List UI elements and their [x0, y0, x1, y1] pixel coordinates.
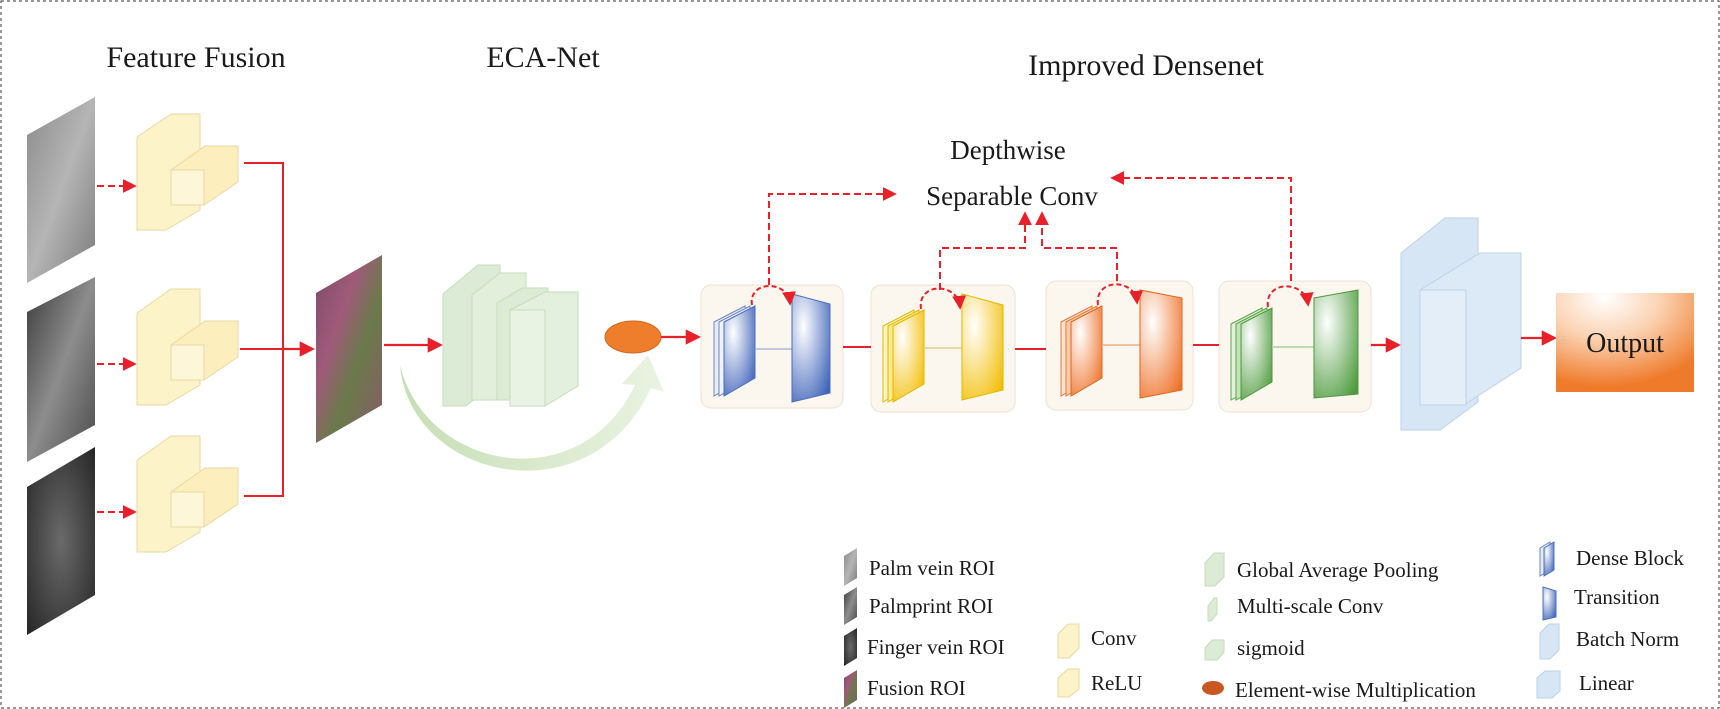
legend-relu-swatch	[1057, 668, 1080, 698]
legend-batchnorm-swatch	[1539, 623, 1560, 660]
finger-vein-roi-image	[27, 447, 95, 635]
legend-dense-block-swatch	[1539, 541, 1555, 577]
multiply-node	[604, 320, 662, 354]
legend-finger-vein-label: Finger vein ROI	[867, 635, 1005, 659]
depthwise-label-line1: Depthwise	[950, 135, 1065, 165]
legend-sigmoid-label: sigmoid	[1237, 636, 1305, 660]
conv-block-1	[136, 113, 239, 231]
output-box	[1556, 293, 1694, 392]
feature-fusion-title: Feature Fusion	[106, 41, 285, 74]
transition-4	[1313, 289, 1359, 399]
legend-palmprint-swatch	[844, 587, 857, 625]
legend-msconv-label: Multi-scale Conv	[1237, 594, 1384, 618]
legend-transition-label: Transition	[1574, 585, 1660, 609]
linear-block	[1400, 217, 1522, 431]
legend-relu-label: ReLU	[1091, 671, 1142, 695]
eca-block	[442, 264, 579, 407]
palmprint-roi-image	[27, 277, 95, 462]
improved-densenet-title: Improved Densenet	[1028, 49, 1264, 82]
legend-linear-swatch	[1536, 670, 1561, 699]
transition-2	[961, 293, 1004, 401]
legend-conv-swatch	[1057, 623, 1080, 659]
legend-transition-swatch	[1542, 586, 1557, 621]
output-label: Output	[1586, 328, 1664, 359]
depthwise-label-line2: Separable Conv	[926, 181, 1098, 211]
fusion-roi-image	[316, 255, 382, 443]
legend-msconv-swatch	[1207, 597, 1218, 622]
route-stage3-to-dsconv	[1035, 211, 1118, 281]
dense-block-1	[713, 305, 756, 397]
legend-mult-label: Element-wise Multiplication	[1235, 678, 1476, 702]
palm-vein-roi-image	[27, 97, 95, 283]
legend-fusion-swatch	[844, 670, 857, 708]
legend-fusion-label: Fusion ROI	[867, 676, 966, 700]
dense-block-4	[1230, 307, 1273, 401]
transition-3	[1139, 289, 1183, 399]
legend-mult-swatch	[1202, 681, 1224, 695]
legend-linear-label: Linear	[1579, 671, 1634, 695]
dense-block-2	[882, 309, 925, 403]
legend-finger-vein-swatch	[844, 628, 857, 666]
legend-batchnorm-label: Batch Norm	[1576, 627, 1679, 651]
legend-palmprint-label: Palmprint ROI	[869, 594, 993, 618]
transition-1	[791, 293, 831, 403]
legend-gap-label: Global Average Pooling	[1237, 558, 1439, 582]
route-stage2-to-dsconv	[939, 211, 1032, 290]
eca-net-title: ECA-Net	[486, 41, 600, 74]
legend-gap-swatch	[1204, 552, 1225, 587]
eca-skip-arc	[400, 355, 664, 471]
legend-sigmoid-swatch	[1204, 639, 1225, 661]
legend-palm-vein-swatch	[844, 548, 857, 586]
skip-arc-1	[750, 285, 796, 306]
legend-palm-vein-label: Palm vein ROI	[869, 556, 995, 580]
route-stage4-to-dsconv	[1110, 171, 1292, 281]
route-stage1-to-dsconv	[768, 187, 897, 285]
legend-conv-label: Conv	[1091, 626, 1137, 650]
legend-dense-block-label: Dense Block	[1576, 546, 1684, 570]
conv-block-2	[136, 288, 239, 406]
merge-bracket	[244, 162, 284, 497]
dense-block-3	[1060, 305, 1103, 397]
conv-block-3	[136, 435, 239, 553]
